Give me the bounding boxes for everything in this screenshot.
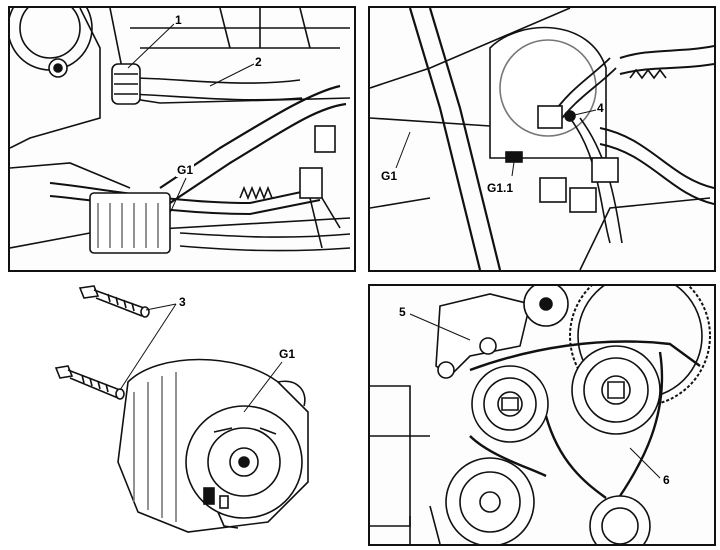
callout-5: 5 [398, 305, 407, 319]
bolt-icon [78, 285, 150, 318]
alternator-bolts-illustration [54, 285, 309, 533]
callout-4: 4 [596, 101, 605, 115]
belt-drive-illustration [370, 286, 711, 544]
panel-alternator-connector: 4 G1 G1.1 [368, 6, 716, 272]
callout-g1-1: G1.1 [486, 181, 515, 195]
panel-alternator-bolts: 3 G1 [8, 282, 352, 544]
callout-6: 6 [662, 473, 671, 487]
hose-icon [159, 84, 341, 189]
callout-3: 3 [178, 295, 187, 309]
callout-2: 2 [254, 55, 263, 69]
callout-g1: G1 [176, 163, 195, 177]
callout-g1: G1 [380, 169, 399, 183]
panel-belt-drive: 5 6 [368, 284, 716, 546]
connector-icon [537, 105, 563, 129]
panel-hose-routing: 1 2 G1 [8, 6, 356, 272]
connector-icon [299, 167, 323, 199]
callout-1: 1 [174, 13, 183, 27]
callout-g1: G1 [278, 347, 297, 361]
hose-routing-illustration [10, 8, 351, 254]
connector-illustration [370, 8, 714, 270]
